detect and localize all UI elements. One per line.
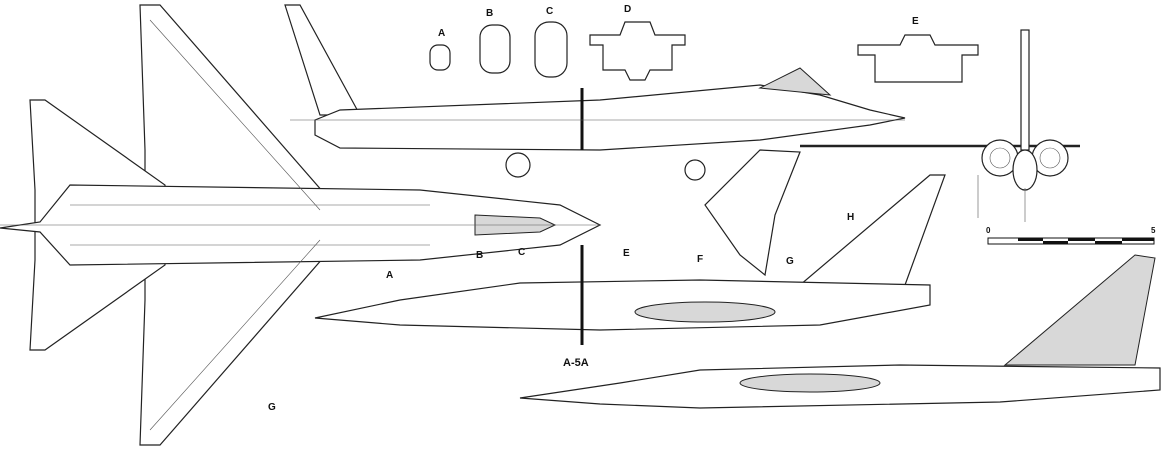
side-view-lower [519,254,1161,409]
station-label-e: E [623,248,630,259]
scale-bar [987,237,1155,245]
section-label-c: C [546,6,554,17]
aircraft-title: A-5A [563,357,589,369]
station-label-a: A [386,270,394,281]
station-label-f: F [697,254,704,265]
station-label-b: B [476,250,484,261]
section-label-e: E [912,16,919,27]
station-label-g: G [786,256,794,267]
section-label-d: D [624,4,632,15]
side-view-middle [314,174,946,345]
station-label-h: H [847,212,855,223]
side-view-upper [284,4,906,181]
cross-sections [429,21,979,83]
section-label-b: B [486,8,494,19]
scale-end: 5 [1151,226,1156,235]
plan-view-label-g: G [268,402,276,413]
folded-wing-detail [704,149,801,277]
front-view [800,29,1080,222]
plan-view [0,4,602,446]
scale-start: 0 [986,226,991,235]
section-label-a: A [438,28,446,39]
station-label-c: C [518,247,526,258]
